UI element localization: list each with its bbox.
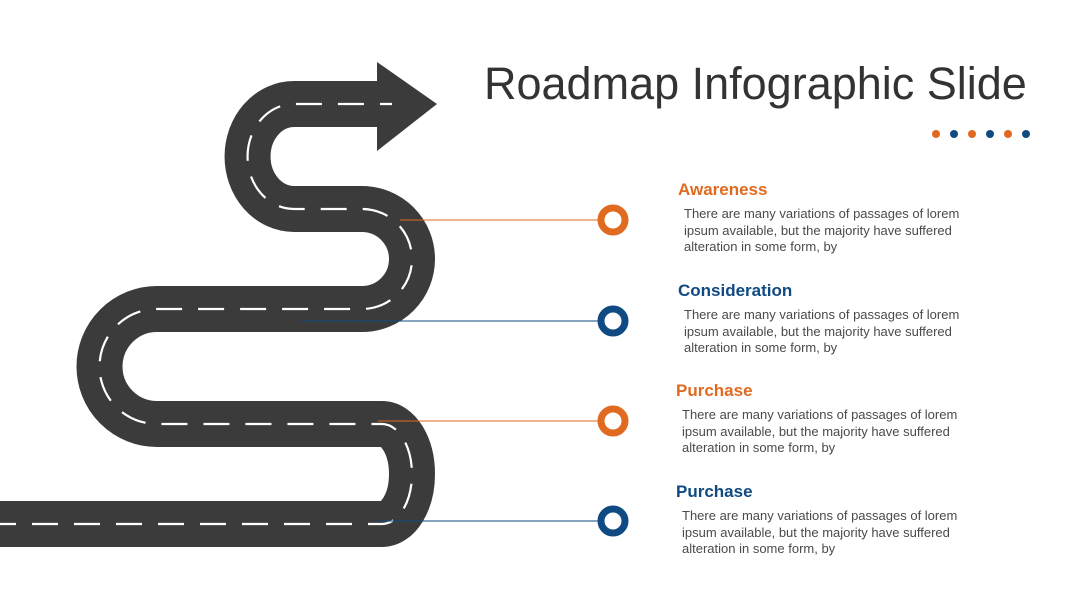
step-title: Purchase [676, 381, 753, 400]
road-surface [0, 81, 435, 547]
step-purchase: Purchase There are many variations of pa… [676, 381, 986, 457]
decor-dot [932, 130, 940, 138]
decor-dot [1022, 130, 1030, 138]
milestone-marker-3 [597, 405, 629, 437]
step-description: There are many variations of passages of… [684, 206, 960, 254]
step-consideration: Consideration There are many variations … [678, 281, 988, 357]
road [0, 62, 437, 547]
road-arrow-head [377, 62, 437, 151]
step-description: There are many variations of passages of… [682, 508, 958, 556]
decor-dot [950, 130, 958, 138]
step-description: There are many variations of passages of… [682, 407, 958, 455]
step-awareness: Awareness There are many variations of p… [678, 180, 988, 256]
decor-dot [986, 130, 994, 138]
step-description: There are many variations of passages of… [684, 307, 960, 355]
milestone-marker-4 [597, 505, 629, 537]
slide-title: Roadmap Infographic Slide [484, 58, 1027, 109]
decor-dot [968, 130, 976, 138]
milestone-marker-2 [597, 305, 629, 337]
road-center-dashes [0, 102, 414, 526]
step-title: Purchase [676, 482, 753, 501]
step-title: Consideration [678, 281, 793, 300]
decor-dot [1004, 130, 1012, 138]
decorative-dots [932, 130, 1030, 138]
milestone-marker-1 [597, 204, 629, 236]
step-purchase-2: Purchase There are many variations of pa… [676, 482, 986, 558]
step-title: Awareness [678, 180, 768, 199]
